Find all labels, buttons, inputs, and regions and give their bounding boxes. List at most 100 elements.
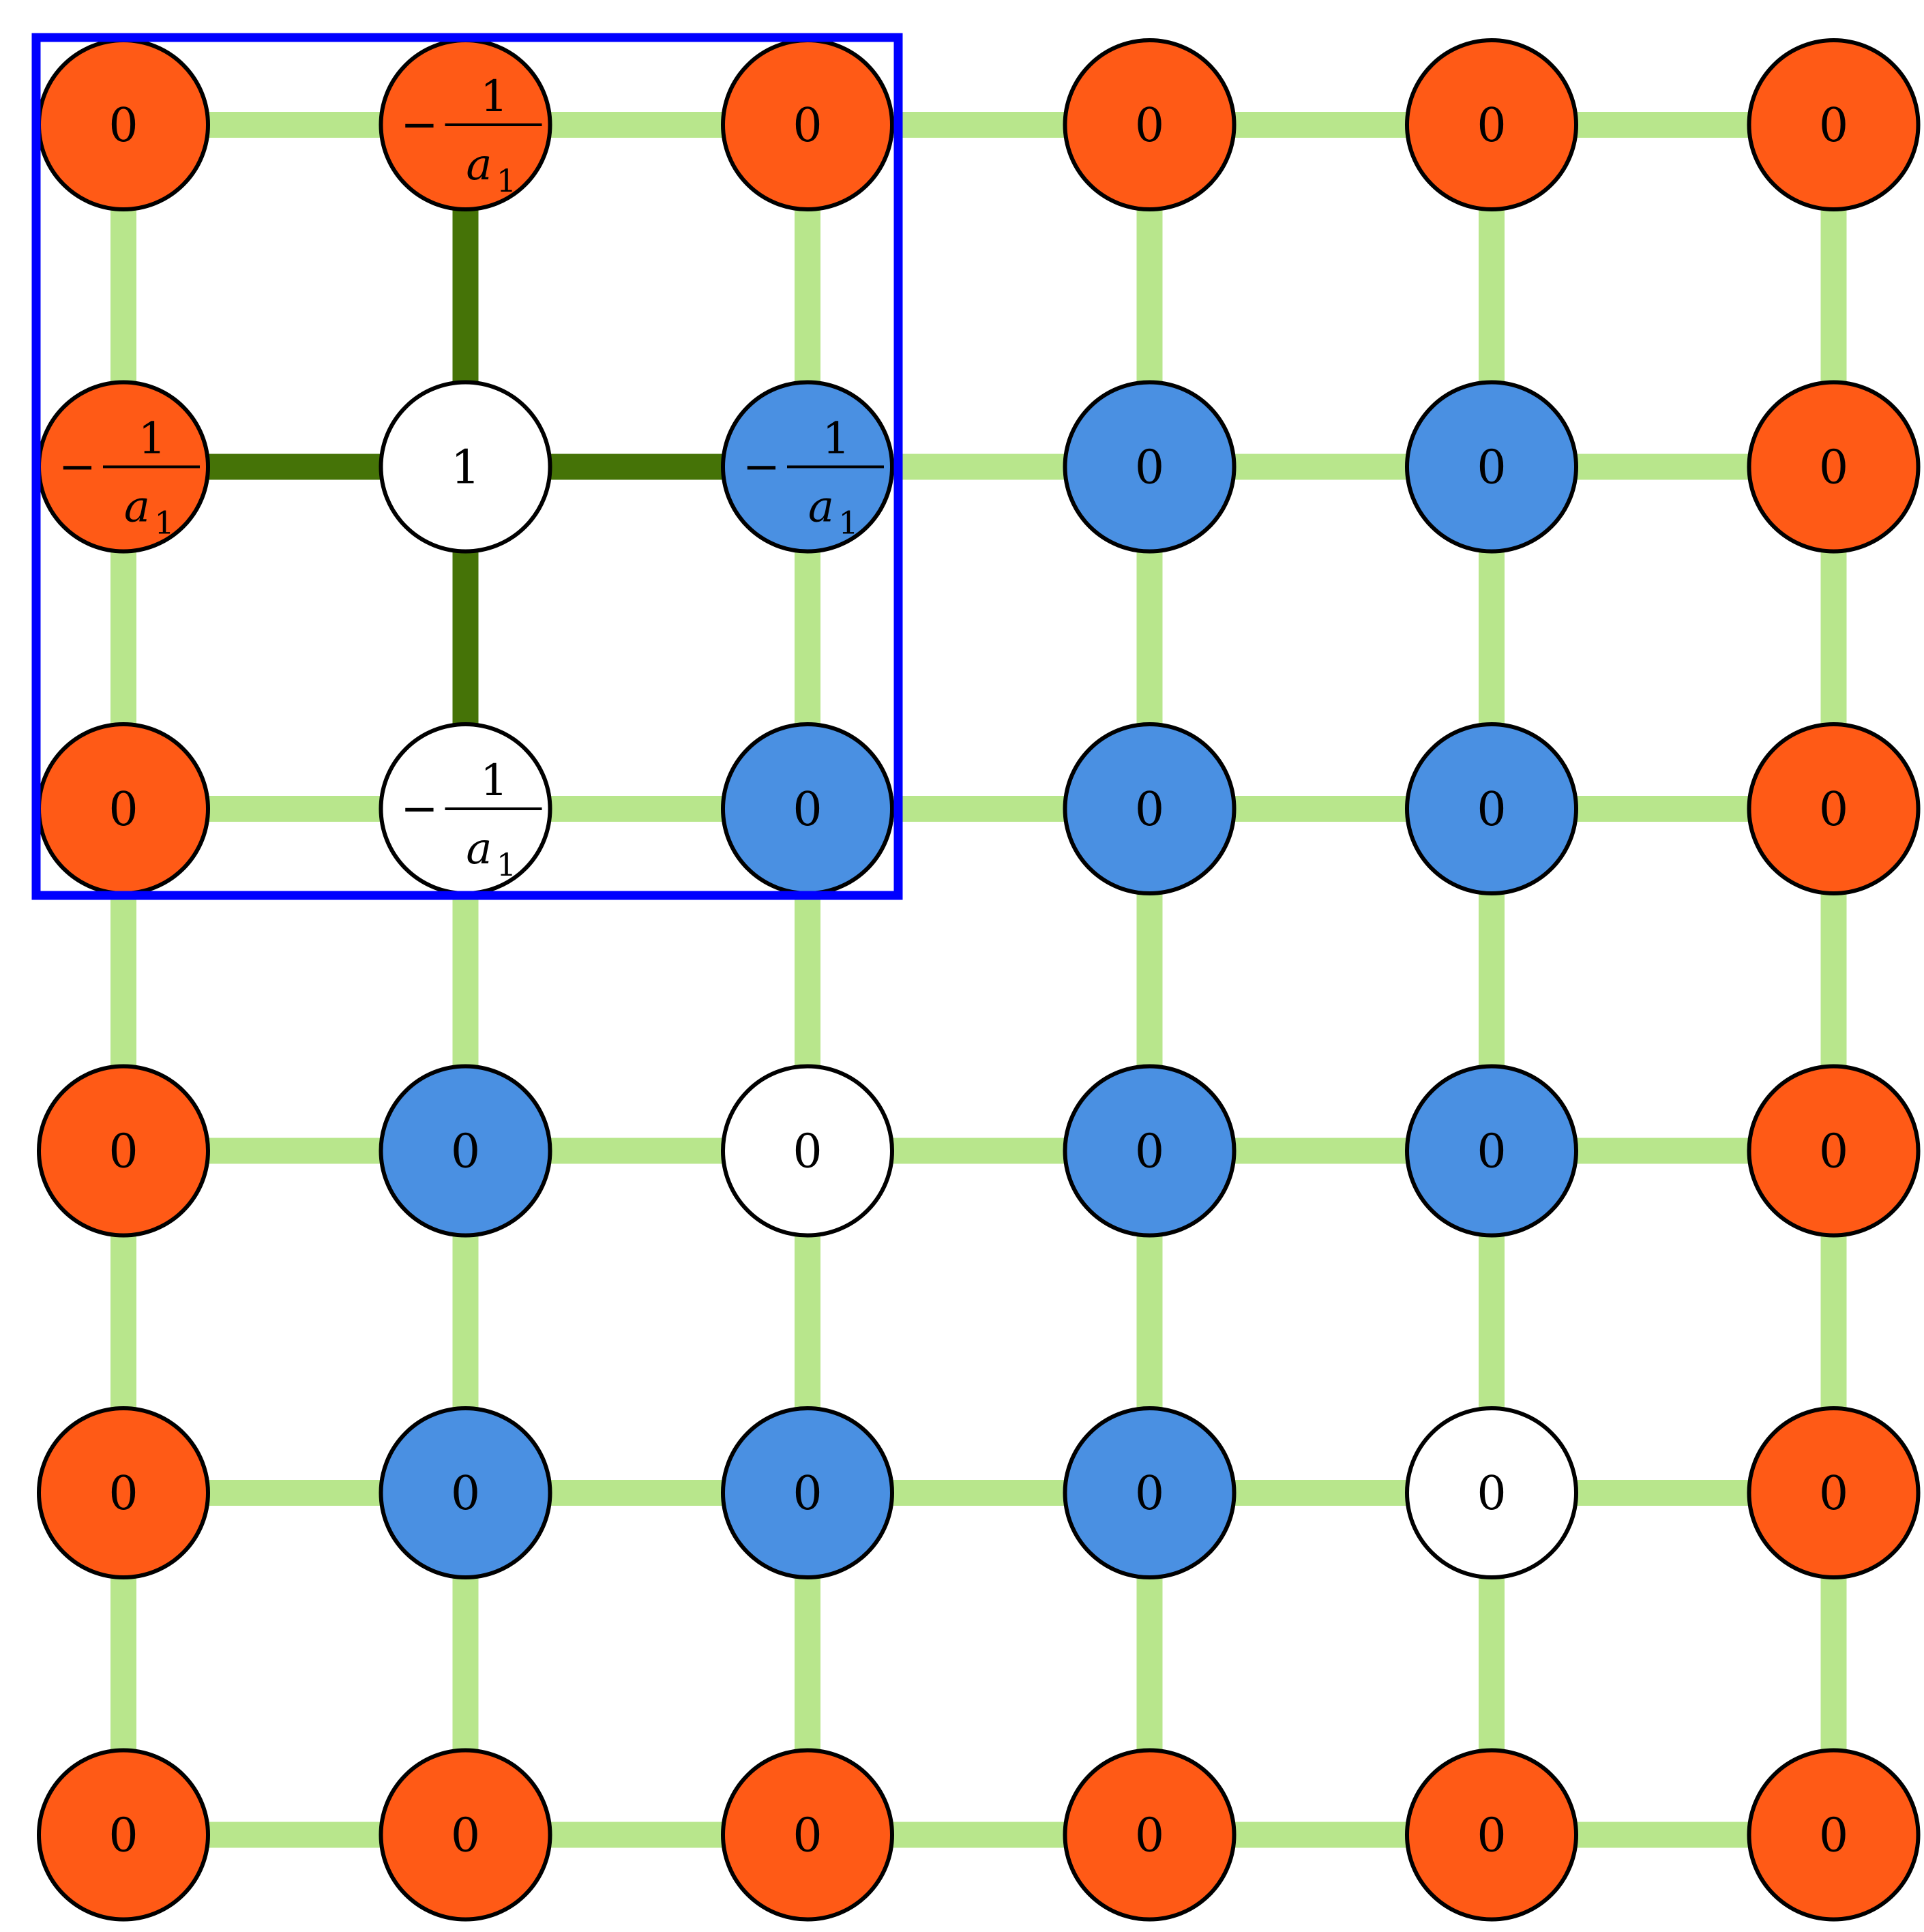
node-circle [1405, 380, 1578, 554]
node-label: 0 [108, 1467, 138, 1521]
node-label: 0 [451, 1809, 480, 1863]
node-1-5: 0 [1747, 380, 1921, 554]
fraction-subscript: 1 [497, 162, 516, 199]
node-5-2: 0 [721, 1748, 894, 1922]
node-4-5: 0 [1747, 1406, 1921, 1579]
node-label: 0 [108, 99, 138, 153]
fraction-subscript: 1 [154, 505, 174, 541]
node-label: 1 [451, 441, 480, 495]
fraction-minus: − [400, 98, 438, 151]
node-circle [1063, 38, 1237, 211]
node-3-2: 0 [721, 1064, 894, 1238]
node-3-1: 0 [379, 1064, 552, 1238]
fraction-subscript: 1 [838, 505, 858, 541]
node-circle [37, 1064, 210, 1238]
node-circle [1405, 1406, 1578, 1579]
node-5-0: 0 [37, 1748, 210, 1922]
node-label: 0 [793, 99, 822, 153]
node-label: 0 [1819, 783, 1848, 837]
node-circle [1747, 1406, 1921, 1579]
node-label: 0 [1477, 1125, 1506, 1179]
node-2-4: 0 [1405, 722, 1578, 895]
node-label: 0 [1819, 99, 1848, 153]
node-label: 0 [1819, 1125, 1848, 1179]
node-circle [379, 1064, 552, 1238]
node-1-3: 0 [1063, 380, 1237, 554]
node-circle [1405, 1064, 1578, 1238]
node-label: 0 [1819, 1467, 1848, 1521]
node-label: 0 [1819, 1809, 1848, 1863]
fraction-denominator: a [466, 824, 492, 874]
node-3-5: 0 [1747, 1064, 1921, 1238]
node-2-5: 0 [1747, 722, 1921, 895]
node-circle [1063, 1748, 1237, 1922]
node-circle [379, 1748, 552, 1922]
node-circle [1747, 380, 1921, 554]
node-circle [1405, 38, 1578, 211]
node-4-3: 0 [1063, 1406, 1237, 1579]
node-0-4: 0 [1405, 38, 1578, 211]
node-label: 0 [1477, 441, 1506, 495]
fraction-denominator: a [124, 482, 150, 533]
node-label: 0 [451, 1125, 480, 1179]
node-circle [721, 1406, 894, 1579]
node-5-3: 0 [1063, 1748, 1237, 1922]
node-2-3: 0 [1063, 722, 1237, 895]
node-4-2: 0 [721, 1406, 894, 1579]
node-circle [721, 1064, 894, 1238]
node-label: 0 [793, 783, 822, 837]
node-3-0: 0 [37, 1064, 210, 1238]
node-circle [1747, 1748, 1921, 1922]
node-label: 0 [108, 1809, 138, 1863]
node-5-4: 0 [1405, 1748, 1578, 1922]
fraction-minus: − [400, 782, 438, 835]
node-label: 0 [1135, 441, 1164, 495]
lattice-edges [110, 112, 1847, 1848]
highlight-box [31, 33, 903, 900]
node-label: 0 [1135, 1467, 1164, 1521]
node-label: 0 [1135, 783, 1164, 837]
node-circle [1747, 1064, 1921, 1238]
node-0-3: 0 [1063, 38, 1237, 211]
fraction-minus: − [59, 441, 96, 493]
node-5-1: 0 [379, 1748, 552, 1922]
node-label: 0 [1135, 1809, 1164, 1863]
node-label: 0 [1477, 99, 1506, 153]
node-2-2: 0 [721, 722, 894, 895]
node-label: 0 [1477, 783, 1506, 837]
node-label: 0 [1477, 1467, 1506, 1521]
node-3-4: 0 [1405, 1064, 1578, 1238]
node-circle [1747, 722, 1921, 895]
node-4-4: 0 [1405, 1406, 1578, 1579]
node-3-3: 0 [1063, 1064, 1237, 1238]
node-0-5: 0 [1747, 38, 1921, 211]
node-4-1: 0 [379, 1406, 552, 1579]
node-circle [1063, 380, 1237, 554]
fraction-minus: − [743, 441, 780, 493]
node-label: 0 [793, 1125, 822, 1179]
node-label: 0 [1477, 1809, 1506, 1863]
fraction-numerator: 1 [480, 756, 508, 806]
node-circle [379, 1406, 552, 1579]
node-circle [379, 380, 552, 554]
node-1-1: 1 [379, 380, 552, 554]
fraction-numerator: 1 [138, 414, 166, 464]
node-label: 0 [1135, 1125, 1164, 1179]
node-circle [1405, 1748, 1578, 1922]
node-label: 0 [108, 783, 138, 837]
node-0-0: 0 [37, 38, 210, 211]
node-label: 0 [1135, 99, 1164, 153]
node-circle [1063, 1406, 1237, 1579]
fraction-numerator: 1 [823, 414, 850, 464]
node-4-0: 0 [37, 1406, 210, 1579]
node-circle [721, 1748, 894, 1922]
node-label: 0 [793, 1467, 822, 1521]
fraction-denominator: a [808, 482, 834, 533]
node-circle [37, 1748, 210, 1922]
